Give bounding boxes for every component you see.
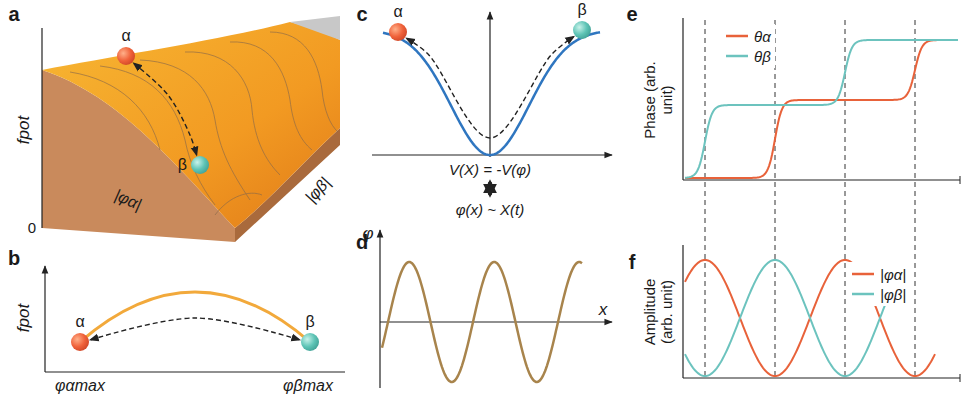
- state-ball: β: [301, 333, 319, 351]
- potential-surface: [42, 16, 340, 242]
- legend-line-sample: [726, 51, 748, 61]
- axis-line: [683, 377, 960, 378]
- legend-line-sample: [852, 269, 874, 279]
- panel-letter: e: [626, 3, 637, 25]
- axis-line: [44, 266, 45, 372]
- axis-line: [682, 18, 683, 180]
- equivalence-arrow: [488, 182, 492, 195]
- axis-line: [41, 28, 42, 228]
- legend-box: θα θβ: [722, 24, 775, 68]
- panel-letter: a: [8, 3, 19, 25]
- state-label: β: [305, 314, 314, 330]
- axis-label: V(X) = -V(φ): [449, 162, 531, 179]
- axis-label: φαmax: [55, 377, 105, 395]
- axis-label: |φβ|: [302, 174, 334, 206]
- amplitude-alpha-curve: [685, 260, 935, 376]
- panel-ef-plot: [683, 18, 960, 382]
- state-ball: α: [389, 23, 407, 41]
- axis-label: fpot: [15, 304, 34, 332]
- potential-curve: [383, 32, 600, 155]
- axis-line: [489, 12, 490, 157]
- field-wave: [382, 262, 582, 382]
- state-label: β: [577, 2, 586, 18]
- legend-entry: θα: [726, 26, 771, 46]
- axis-label: Amplitude (arb. unit): [642, 264, 675, 360]
- legend-entry: |φα|: [852, 264, 906, 284]
- state-ball: α: [71, 333, 89, 351]
- guide-line: [705, 20, 706, 378]
- panel-d-plot: [380, 230, 612, 388]
- axis-label: φβmax: [283, 377, 333, 395]
- legend-line: [726, 35, 748, 38]
- legend-entry: θβ: [726, 46, 771, 66]
- axis-label: φ(x) ~ X(t): [456, 202, 525, 219]
- axis-line: [379, 230, 380, 388]
- guide-lines: [705, 20, 915, 378]
- axis-line: [45, 371, 345, 372]
- panel-c-plot: [372, 12, 612, 195]
- axis-label: Phase (arb. unit): [642, 58, 675, 142]
- legend-text: |φα|: [880, 266, 906, 283]
- axis-line: [380, 321, 612, 322]
- dashed-transition-arrow: [91, 318, 299, 340]
- state-label: β: [178, 157, 187, 173]
- panel-letter: f: [629, 251, 636, 273]
- dashed-transition-arrow: [407, 37, 574, 138]
- axis-tick: [960, 374, 961, 382]
- barrier-curve: [80, 292, 310, 342]
- state-ball: α: [117, 47, 135, 65]
- state-label: α: [393, 4, 402, 20]
- legend-text: θβ: [754, 48, 771, 65]
- panel-b-plot: [45, 266, 345, 372]
- legend-box: |φα| |φβ|: [848, 262, 910, 306]
- dashed-transition-arrow: [134, 63, 196, 154]
- legend-line: [726, 55, 748, 58]
- legend-line: [852, 273, 874, 276]
- legend-line-sample: [726, 31, 748, 41]
- legend-entry: |φβ|: [852, 284, 906, 304]
- axis-label: fpot: [15, 116, 34, 144]
- axis-line: [682, 245, 683, 378]
- state-label: α: [75, 314, 84, 330]
- contour-lines: [70, 32, 338, 215]
- legend-line: [852, 293, 874, 296]
- surface-edge: [290, 16, 340, 40]
- surface-top: [42, 22, 340, 228]
- state-label: α: [121, 28, 130, 44]
- state-ball: β: [191, 156, 209, 174]
- legend-text: θα: [754, 28, 771, 45]
- legend-text: |φβ|: [880, 286, 906, 303]
- axis-label: 0: [28, 220, 36, 237]
- axis-label: x: [599, 301, 608, 320]
- panel-letter: c: [356, 3, 367, 25]
- panel-letter: b: [8, 247, 20, 269]
- guide-line: [775, 20, 776, 378]
- legend-line-sample: [852, 289, 874, 299]
- state-ball: β: [573, 21, 591, 39]
- axis-tick: [960, 176, 961, 184]
- axis-label: φ: [362, 225, 373, 244]
- axis-line: [683, 179, 960, 180]
